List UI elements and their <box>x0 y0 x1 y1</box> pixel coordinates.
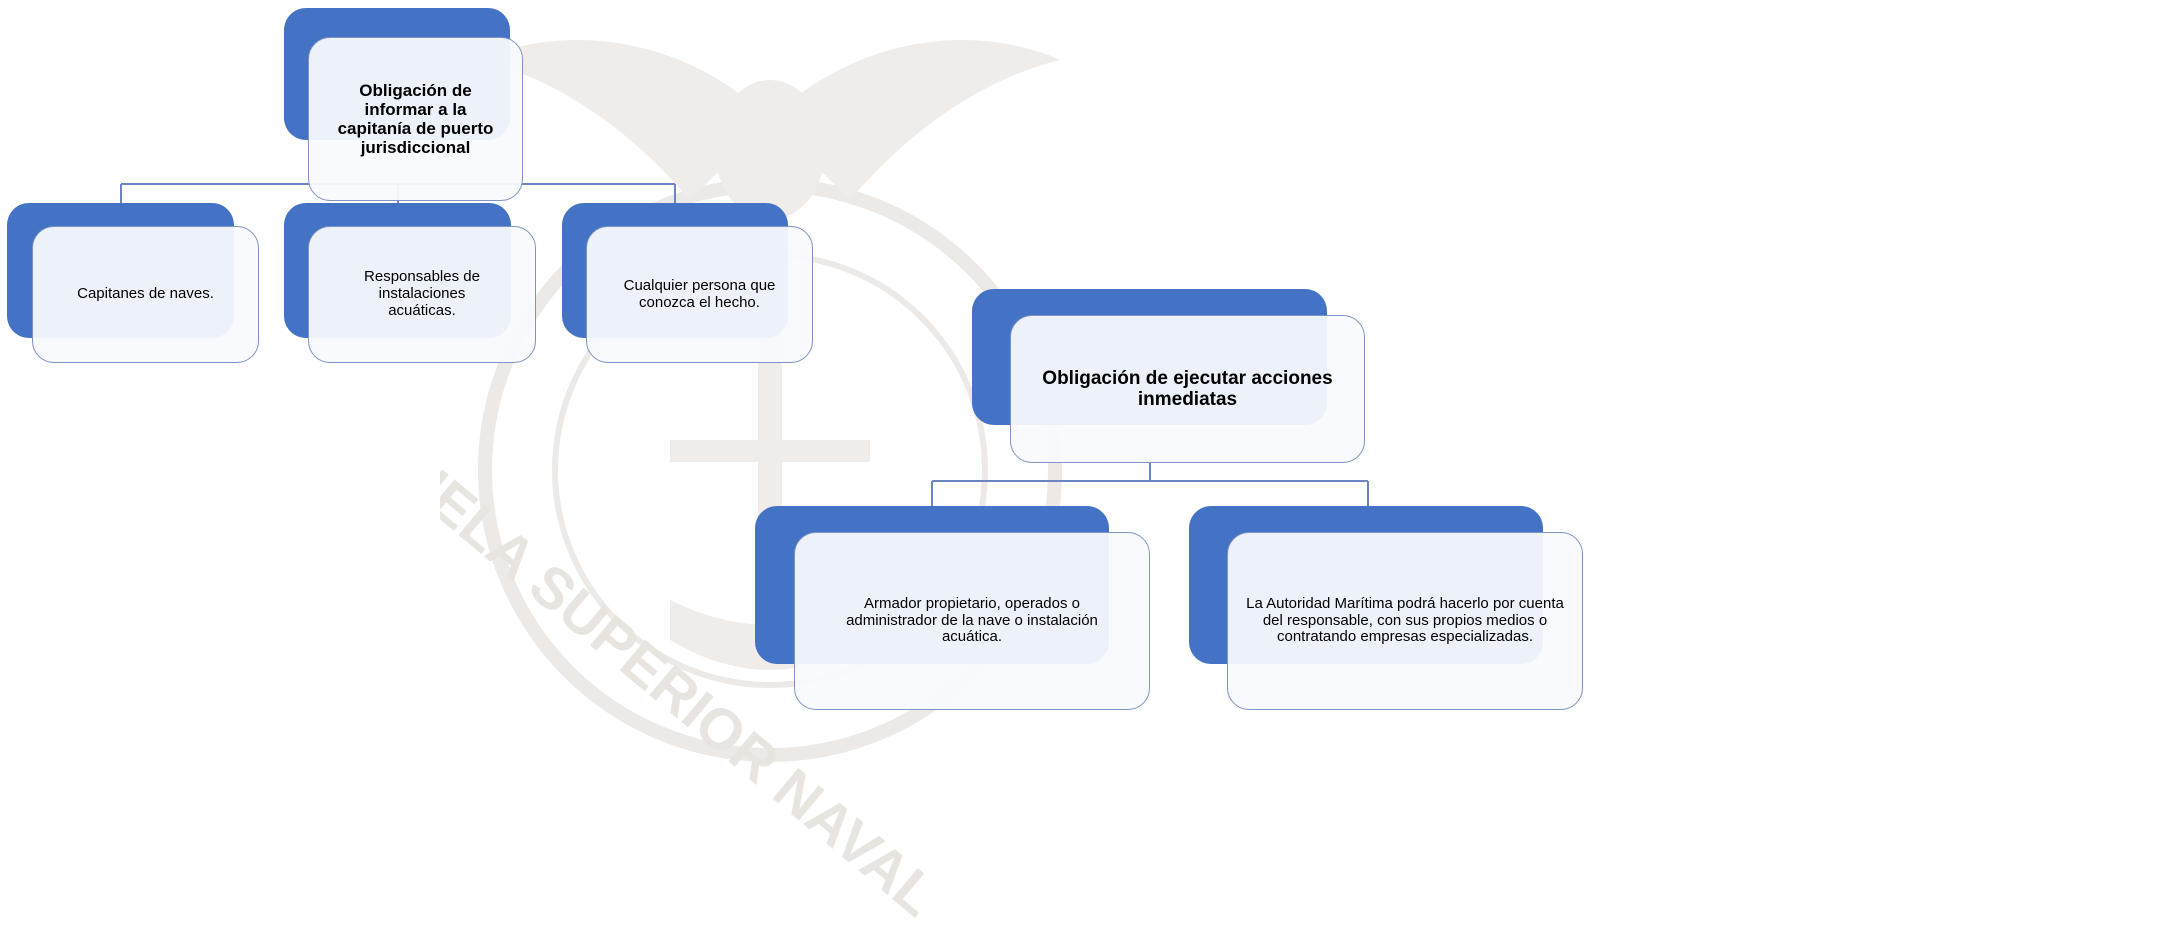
node-label: Obligación de ejecutar acciones inmediat… <box>1010 315 1365 463</box>
node-label: La Autoridad Marítima podrá hacerlo por … <box>1227 532 1583 710</box>
node-label: Responsables de instalaciones acuáticas. <box>308 226 536 363</box>
node-label: Capitanes de naves. <box>32 226 259 363</box>
node-label: Armador propietario, operados o administ… <box>794 532 1150 710</box>
node-label: Obligación de informar a la capitanía de… <box>308 37 523 201</box>
node-label: Cualquier persona que conozca el hecho. <box>586 226 813 363</box>
